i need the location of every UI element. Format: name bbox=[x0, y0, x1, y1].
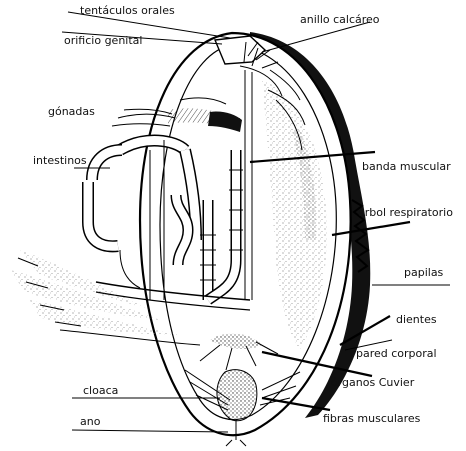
svg-text:pared corporal: pared corporal bbox=[356, 347, 437, 360]
svg-text:intestinos: intestinos bbox=[33, 154, 87, 167]
svg-text:árbol respiratorio: árbol respiratorio bbox=[358, 206, 453, 219]
label-gonadas: gónadas bbox=[48, 105, 95, 118]
svg-text:fibras musculares: fibras musculares bbox=[323, 412, 421, 425]
label-fibras: fibras musculares bbox=[262, 398, 421, 425]
svg-text:dientes: dientes bbox=[396, 313, 437, 326]
svg-text:banda muscular: banda muscular bbox=[362, 160, 451, 173]
svg-text:papilas: papilas bbox=[404, 266, 444, 279]
svg-text:orificio genital: orificio genital bbox=[64, 34, 142, 47]
label-papilas: papilas bbox=[372, 266, 450, 285]
svg-text:anillo calcáreo: anillo calcáreo bbox=[300, 13, 380, 26]
svg-text:órganos Cuvier: órganos Cuvier bbox=[331, 376, 415, 389]
label-tentaculos: tentáculos orales bbox=[68, 4, 230, 38]
label-orificio: orificio genital bbox=[62, 32, 222, 47]
svg-text:ano: ano bbox=[80, 415, 101, 428]
svg-text:gónadas: gónadas bbox=[48, 105, 95, 118]
svg-text:tentáculos orales: tentáculos orales bbox=[80, 4, 175, 17]
svg-text:cloaca: cloaca bbox=[83, 384, 118, 397]
